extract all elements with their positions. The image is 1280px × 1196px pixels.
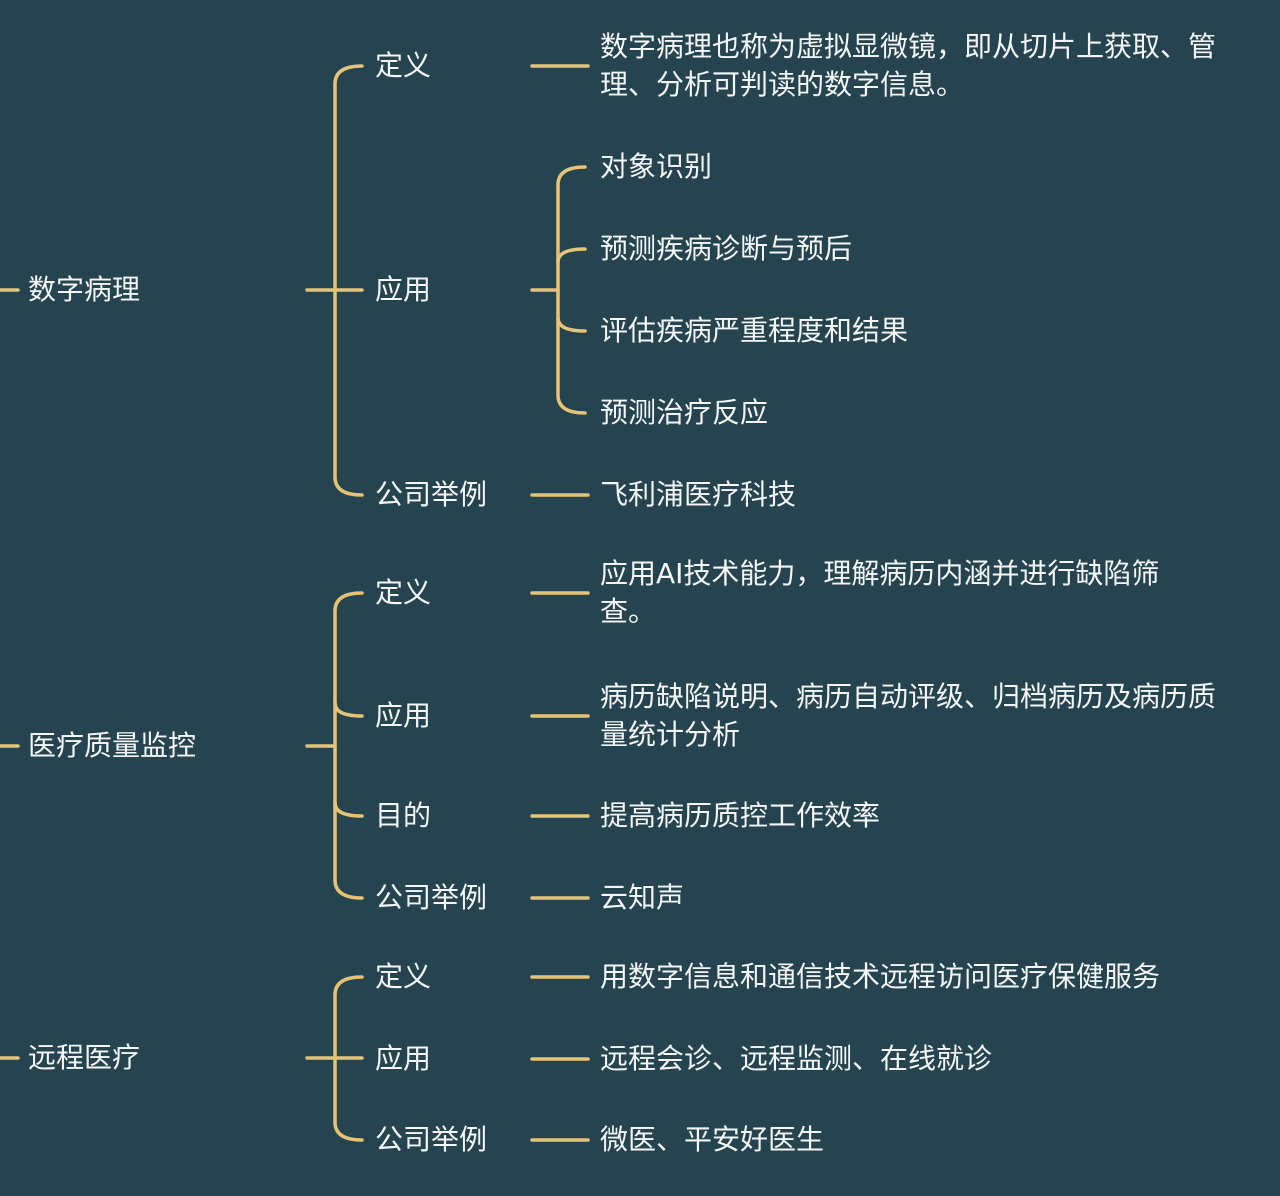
definition-label[interactable]: 定义 [375, 49, 432, 82]
application-item[interactable]: 评估疾病严重程度和结果 [600, 314, 909, 347]
definition-text[interactable]: 应用AI技术能力，理解病历内涵并进行缺陷筛查。 [600, 557, 1160, 628]
branch-title[interactable]: 数字病理 [28, 273, 141, 306]
branch-title[interactable]: 医疗质量监控 [28, 729, 197, 762]
bracket-1-app-tick [556, 247, 587, 264]
company-text[interactable]: 飞利浦医疗科技 [600, 478, 797, 511]
bracket-1 [333, 64, 364, 497]
bracket-2-tick [333, 801, 364, 818]
company-text[interactable]: 云知声 [600, 881, 685, 914]
application-label[interactable]: 应用 [375, 1042, 432, 1075]
bracket-2 [333, 591, 364, 900]
bracket-1-app-tick [556, 316, 587, 333]
company-label[interactable]: 公司举例 [375, 881, 488, 914]
application-text[interactable]: 远程会诊、远程监测、在线就诊 [600, 1042, 993, 1075]
bracket-2-tick [333, 701, 364, 718]
definition-label[interactable]: 定义 [375, 576, 432, 609]
application-text[interactable]: 病历缺陷说明、病历自动评级、归档病历及病历质量统计分析 [600, 680, 1217, 751]
bracket-1-app [556, 165, 587, 415]
company-label[interactable]: 公司举例 [375, 1123, 488, 1156]
application-item[interactable]: 预测治疗反应 [600, 396, 769, 429]
company-label[interactable]: 公司举例 [375, 478, 488, 511]
definition-text[interactable]: 数字病理也称为虚拟显微镜，即从切片上获取、管理、分析可判读的数字信息。 [600, 30, 1217, 101]
company-text[interactable]: 微医、平安好医生 [600, 1123, 825, 1156]
application-item[interactable]: 对象识别 [600, 150, 713, 183]
purpose-label[interactable]: 目的 [375, 799, 432, 832]
definition-text[interactable]: 用数字信息和通信技术远程访问医疗保健服务 [600, 960, 1161, 993]
branch-title[interactable]: 远程医疗 [28, 1041, 141, 1074]
purpose-text[interactable]: 提高病历质控工作效率 [600, 799, 881, 832]
application-label[interactable]: 应用 [375, 699, 432, 732]
definition-label[interactable]: 定义 [375, 960, 432, 993]
application-label[interactable]: 应用 [375, 273, 432, 306]
application-item[interactable]: 预测疾病诊断与预后 [600, 232, 853, 265]
